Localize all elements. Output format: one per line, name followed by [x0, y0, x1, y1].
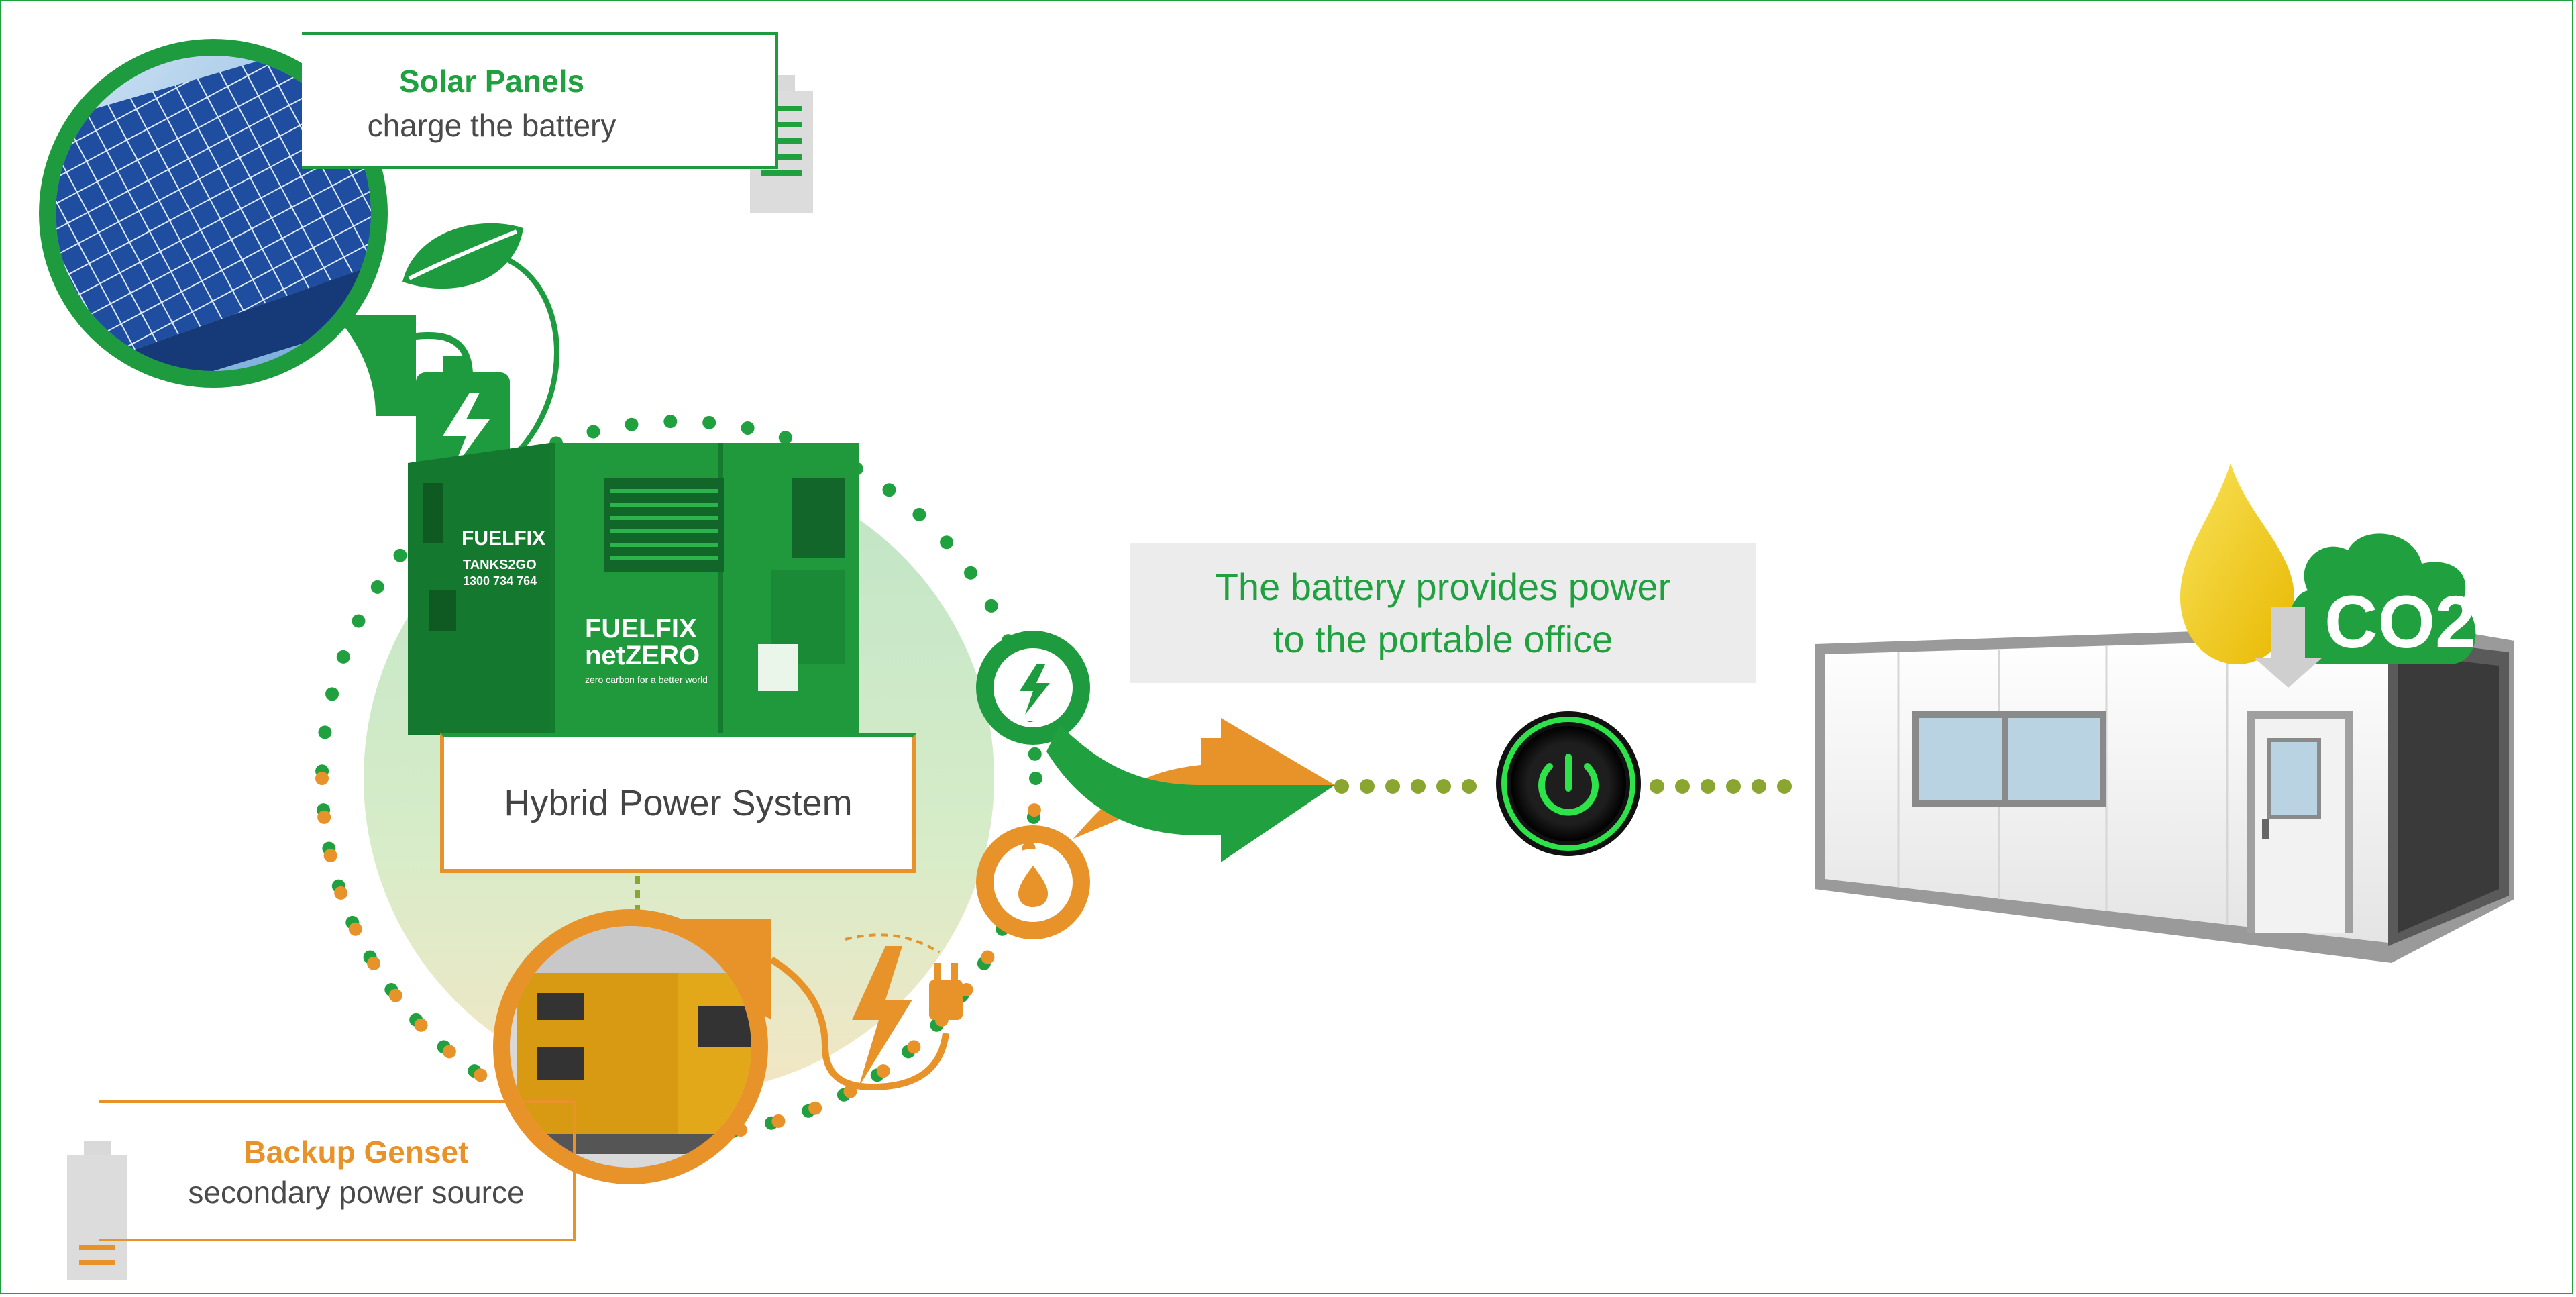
- unit-brand: FUELFIX: [585, 614, 697, 643]
- portable-office: [1815, 624, 2514, 963]
- unit-product: TANKS2GO: [463, 558, 537, 572]
- power-button-icon: [1496, 711, 1641, 856]
- solar-subtitle: charge the battery: [367, 108, 616, 143]
- leaf-icon: [402, 223, 559, 472]
- battery-low-icon: [67, 1141, 127, 1280]
- genset-label-box: Backup Genset secondary power source: [99, 1100, 576, 1241]
- hybrid-label-box: Hybrid Power System: [440, 733, 916, 873]
- provides-line-2: to the portable office: [1273, 618, 1613, 660]
- co2-label: CO2: [2324, 581, 2476, 664]
- dotted-ring: [315, 415, 1042, 1142]
- down-arrow-icon: [2254, 607, 2322, 688]
- co2-cloud-icon: CO2: [2288, 533, 2476, 664]
- unit-sub-brand: netZERO: [585, 641, 700, 670]
- genset-title: Backup Genset: [244, 1135, 469, 1170]
- green-energy-node: [976, 631, 1090, 745]
- plug-icon: [769, 933, 963, 1091]
- lightning-icon: [443, 393, 490, 470]
- unit-phone: 1300 734 764: [463, 574, 537, 588]
- genset-bubble: [493, 909, 771, 1184]
- orange-fuel-node: [976, 825, 1090, 939]
- genset-subtitle: secondary power source: [188, 1175, 525, 1210]
- unit-brand-small: FUELFIX: [462, 527, 545, 550]
- solar-panel-bubble: [39, 39, 416, 416]
- green-arrow: [1046, 725, 1335, 862]
- fuel-drop-icon: [1018, 866, 1048, 907]
- lightning-icon: [1020, 664, 1050, 715]
- hybrid-label: Hybrid Power System: [504, 783, 853, 823]
- fuel-drop-icon: [2180, 463, 2294, 664]
- provides-line-1: The battery provides power: [1215, 566, 1671, 608]
- solar-label-box: Solar Panels charge the battery: [302, 32, 778, 169]
- unit-tagline: zero carbon for a better world: [585, 674, 708, 685]
- genset-lightning-icon: [852, 946, 912, 1087]
- provides-label-box: The battery provides power to the portab…: [1130, 543, 1756, 683]
- solar-title: Solar Panels: [398, 64, 585, 99]
- genset-photo: [510, 926, 751, 1154]
- hybrid-unit: [408, 443, 859, 735]
